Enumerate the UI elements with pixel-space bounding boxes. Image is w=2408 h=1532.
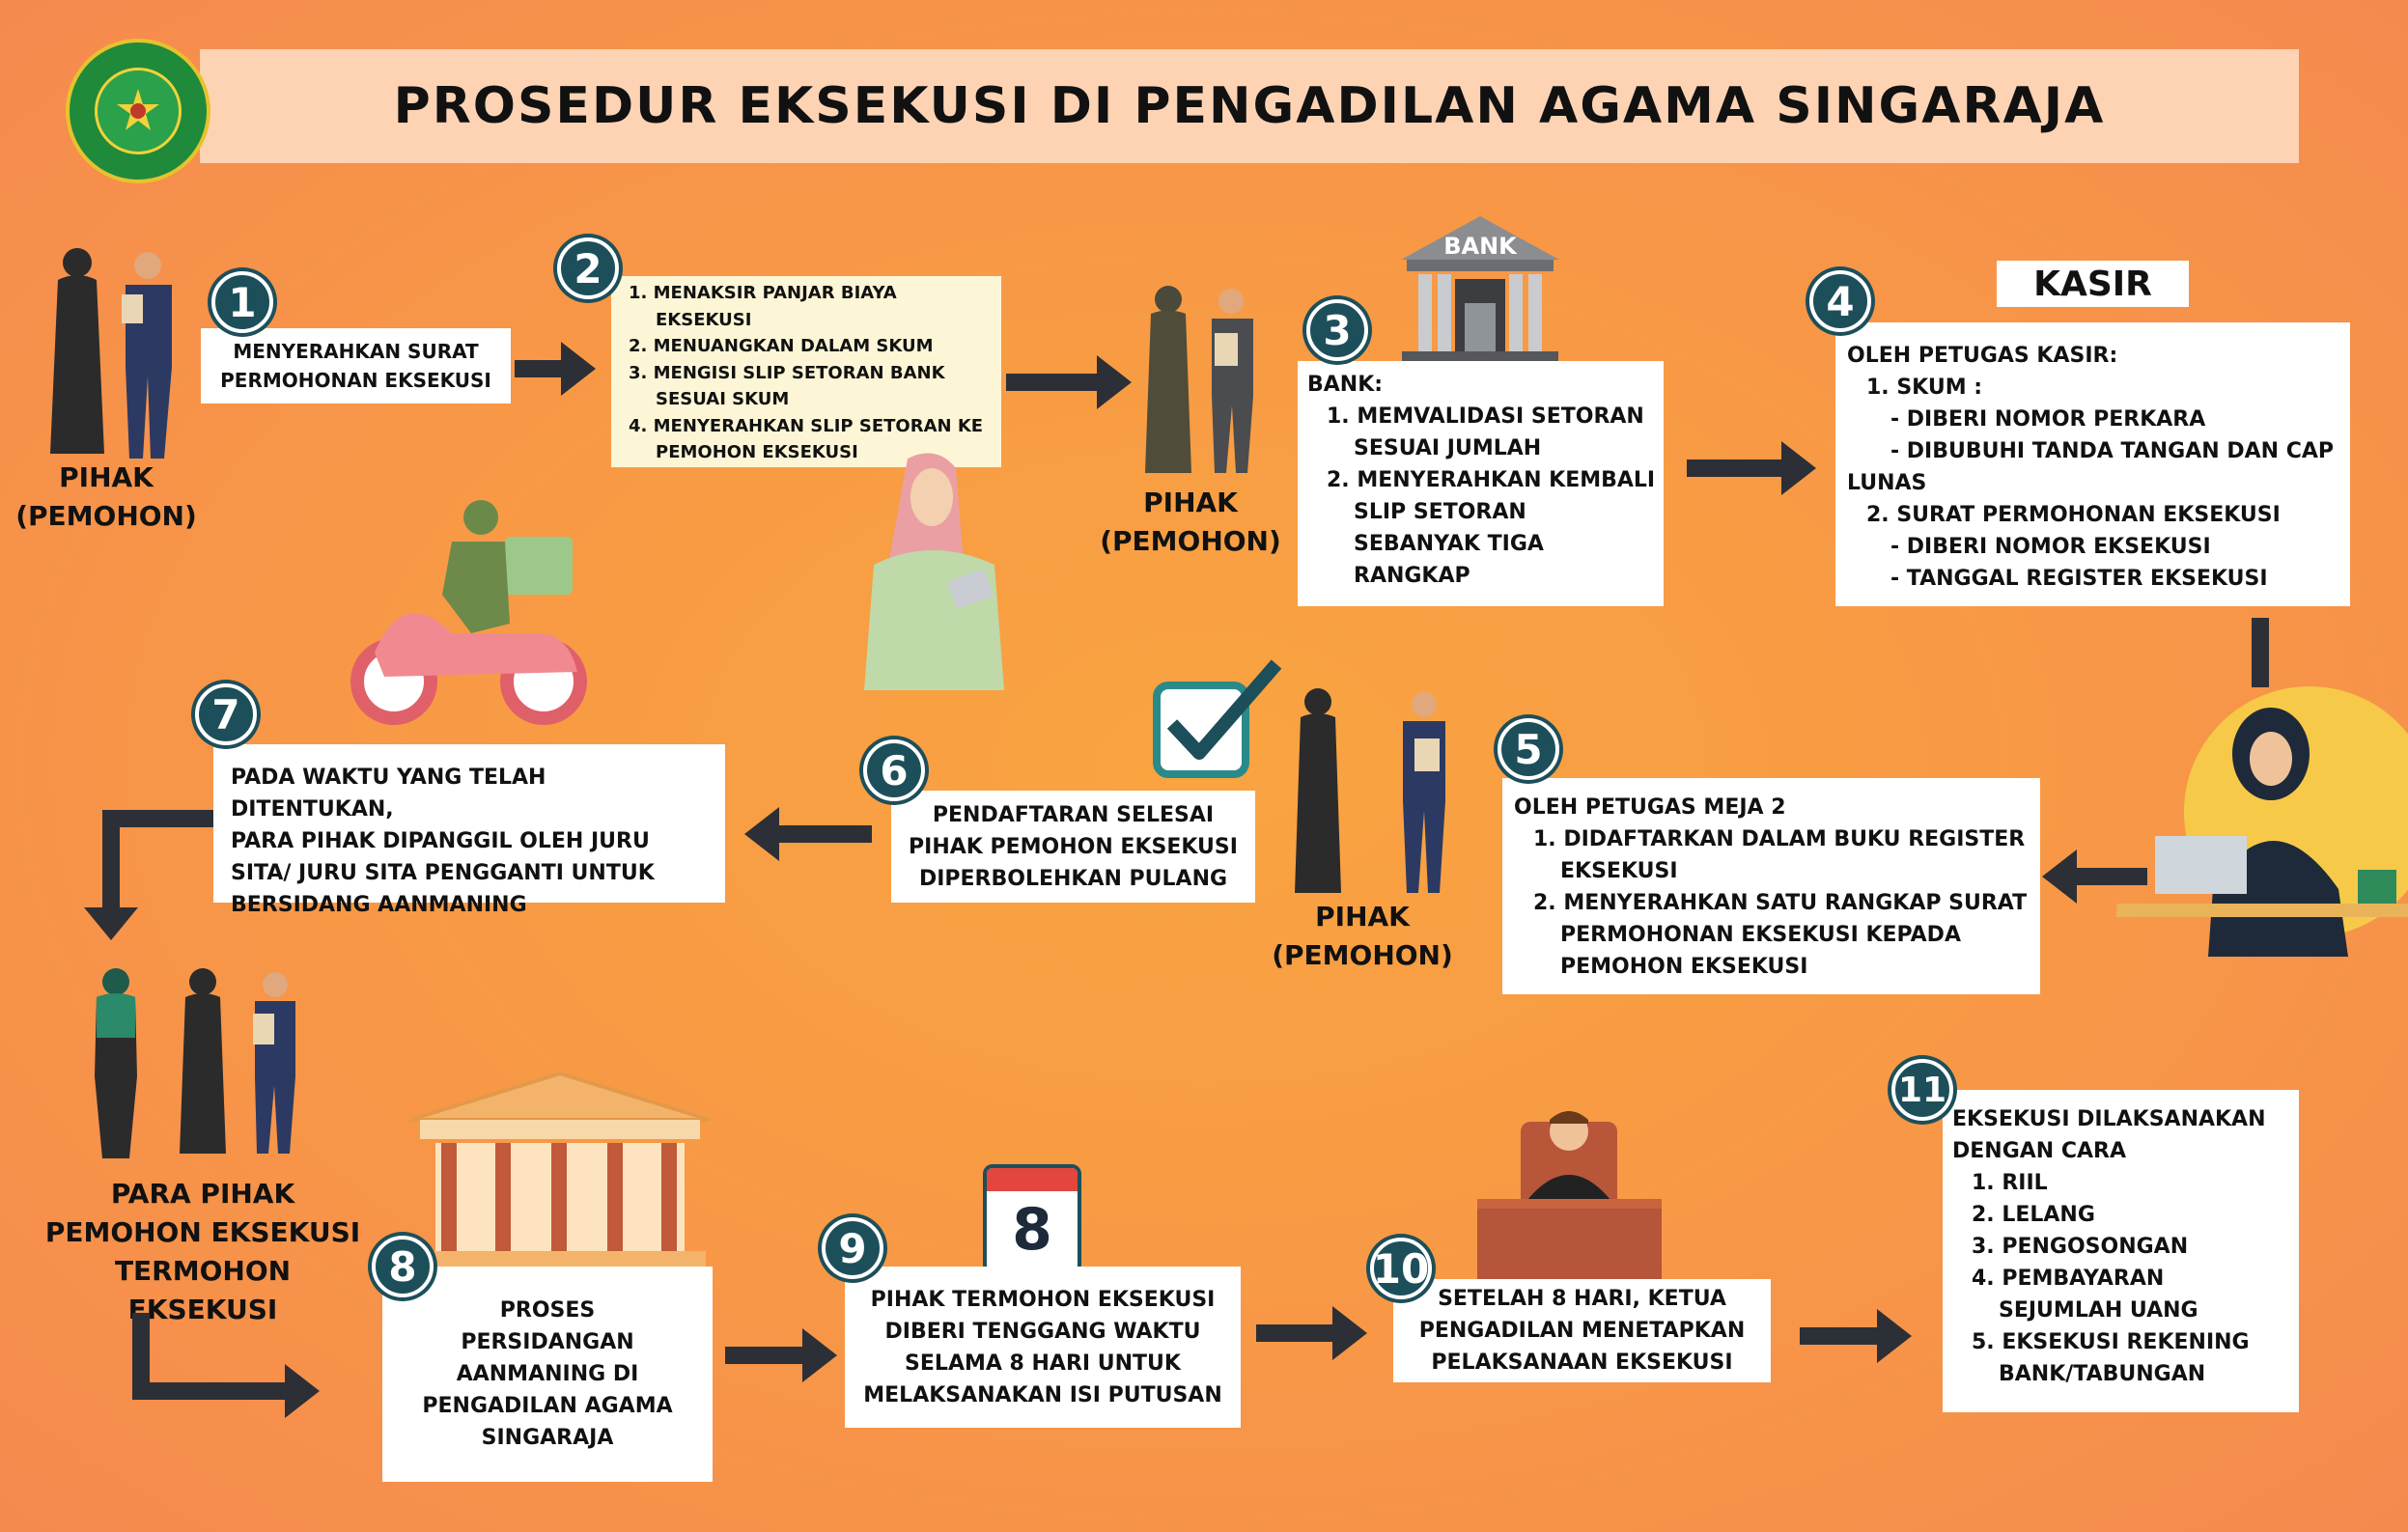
judge-illustration-icon <box>1477 1111 1662 1279</box>
step-7-badge: 7 <box>195 683 257 745</box>
kasir-label: KASIR <box>1997 261 2189 307</box>
step-7-box: PADA WAKTU YANG TELAH DITENTUKAN,PARA PI… <box>213 744 725 917</box>
pihak-pemohon-label-3: PIHAK(PEMOHON) <box>1100 487 1281 557</box>
step-11-box: EKSEKUSI DILAKSANAKAN DENGAN CARA 1. RII… <box>1943 1090 2299 1412</box>
calendar-icon: 8 <box>983 1164 1081 1274</box>
step-9-badge: 9 <box>822 1217 883 1279</box>
officer-with-tablet-illustration-icon <box>864 453 1004 690</box>
bank-building-icon: BANK <box>1401 216 1559 369</box>
desk-officer-illustration-icon <box>2116 686 2408 957</box>
step-2-badge: 2 <box>557 237 619 299</box>
connector-line-4-to-5 <box>2252 618 2269 687</box>
title-banner: PROSEDUR EKSEKUSI DI PENGADILAN AGAMA SI… <box>200 49 2299 163</box>
checkmark-icon <box>1153 659 1282 778</box>
bank-sign: BANK <box>1443 233 1518 260</box>
courier-motorbike-illustration-icon <box>350 500 587 725</box>
step-4-badge: 4 <box>1809 270 1871 332</box>
applicants-illustration-icon-2 <box>1145 286 1253 473</box>
step-8-badge: 8 <box>372 1236 434 1297</box>
logo-emblem-icon <box>95 68 182 154</box>
step-5-badge: 5 <box>1498 718 1559 780</box>
pihak-pemohon-label-1: PIHAK(PEMOHON) <box>15 461 197 532</box>
step-4-box: OLEH PETUGAS KASIR: 1. SKUM : - DIBERI N… <box>1835 322 2350 606</box>
step-11-badge: 11 <box>1891 1059 1953 1121</box>
applicants-illustration-icon-3 <box>1295 688 1445 893</box>
page-title: PROSEDUR EKSEKUSI DI PENGADILAN AGAMA SI… <box>393 77 2106 135</box>
applicants-illustration-icon <box>50 248 172 459</box>
pihak-pemohon-label-5: PIHAK(PEMOHON) <box>1272 901 1453 971</box>
step-10-badge: 10 <box>1370 1238 1432 1299</box>
step-2-box: 1. MENAKSIR PANJAR BIAYA EKSEKUSI 2. MEN… <box>611 276 1001 467</box>
step-6-badge: 6 <box>863 739 925 801</box>
courthouse-icon <box>409 1072 711 1272</box>
all-parties-illustration-icon <box>95 968 295 1158</box>
calendar-day: 8 <box>1012 1196 1052 1264</box>
step-3-box: BANK: 1. MEMVALIDASI SETORAN SESUAI JUML… <box>1298 361 1664 606</box>
step-5-box: OLEH PETUGAS MEJA 2 1. DIDAFTARKAN DALAM… <box>1502 778 2040 994</box>
step-3-badge: 3 <box>1306 299 1368 361</box>
step-1-badge: 1 <box>211 271 273 333</box>
court-logo <box>66 39 210 183</box>
